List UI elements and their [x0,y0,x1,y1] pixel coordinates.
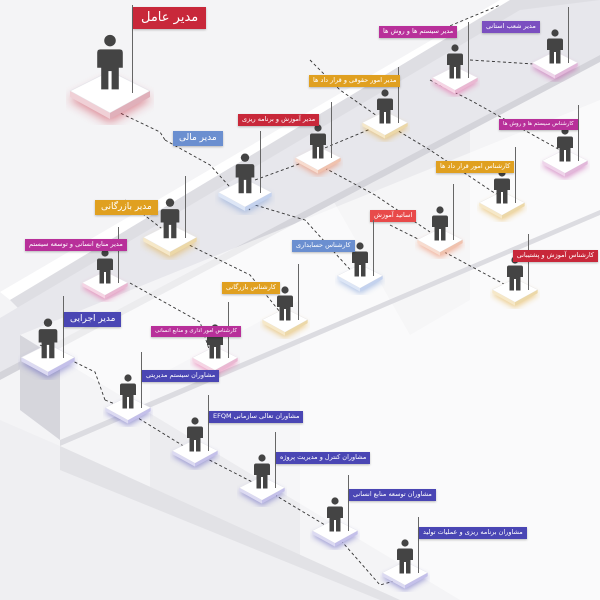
flag-pole [373,220,375,276]
person-icon [254,454,270,489]
person-icon [397,539,413,574]
role-flag-commercial-mgr: مدیر بازرگانی [95,200,158,215]
person-icon [547,29,563,64]
person-icon [327,497,343,532]
role-flag-branches-head: مدیر شعب استانی [482,21,540,33]
flag-pole [568,7,570,63]
role-flag-system-consultants: مشاوران سیستم مدیریتی [142,370,220,382]
platform-tile [217,178,273,214]
role-flag-executive-mgr: مدیر اجرایی [64,312,122,327]
flag-pole [398,67,400,123]
flag-pole [348,475,350,531]
platform-tile [541,149,589,179]
person-icon [310,124,326,159]
platform-tile [68,70,152,123]
platform-tile [531,51,579,81]
person-icon [494,169,510,204]
person-icon [187,417,203,452]
flag-pole [578,105,580,161]
flag-pole [468,22,470,78]
role-flag-admin-hr-expert: کارشناس امور اداری و منابع انسانی [151,326,241,337]
flag-pole [298,264,300,320]
platform-tile [361,111,409,141]
person-icon [235,153,255,194]
flag-pole [528,234,530,290]
role-flag-systems-methods-mgr: مدیر سیستم ها و روش ها [379,26,458,38]
role-flag-efqm-consultants: مشاوران تعالی سازمانی EFQM [209,411,304,423]
role-flag-training-planning-mgr: مدیر آموزش و برنامه ریزی [238,114,320,126]
flag-pole [185,176,187,238]
platform-tile [294,146,342,176]
platform-tile [238,476,286,506]
flag-pole [141,352,143,408]
platform-tile [142,223,198,259]
role-flag-hr-dev-consultants: مشاوران توسعه منابع انسانی [349,489,436,501]
flag-pole [132,5,134,93]
flag-pole [63,296,65,358]
role-flag-systems-methods-expert: کارشناس سیستم ها و روش ها [499,119,578,130]
person-icon [432,206,448,241]
role-flag-commerce-expert: کارشناس بازرگانی [222,282,280,294]
role-flag-training-expert: کارشناس آموزش و پشتیبانی [512,250,598,262]
role-flag-contracts-expert: کارشناس امور قرار داد ها [436,161,515,173]
platform-tile [171,439,219,469]
platform-tile [311,519,359,549]
flag-pole [515,147,517,203]
flag-pole [118,227,120,283]
role-flag-production-planning-consultants: مشاوران برنامه ریزی و عملیات تولید [419,527,527,539]
person-icon [160,198,180,239]
role-flag-hr-mgr: مدیر منابع انسانی و توسعه سیستم [25,239,127,251]
person-icon [352,242,368,277]
person-icon [277,286,293,321]
platform-tile [431,66,479,96]
flag-pole [331,102,333,158]
platform-tile [81,271,129,301]
platform-tile [381,561,429,591]
flag-pole [208,395,210,451]
platform-tile [261,308,309,338]
person-icon [97,34,123,90]
flag-pole [260,131,262,193]
role-flag-professors: اساتید آموزش [370,210,417,222]
platform-tile [104,396,152,426]
role-flag-project-control-consultants: مشاوران کنترل و مدیریت پروژه [276,452,371,464]
flag-pole [275,432,277,488]
platform-tile [191,346,239,376]
person-icon [557,127,573,162]
platform-tile [491,278,539,308]
person-icon [38,318,58,359]
role-flag-ceo: مدیر عامل [133,7,207,29]
person-icon [120,374,136,409]
role-flag-accounting-expert: کارشناس حسابداری [292,240,355,252]
platform-tile [20,343,76,379]
person-icon [447,44,463,79]
role-flag-legal-affairs-mgr: مدیر امور حقوقی و قرار داد ها [309,75,401,87]
person-icon [97,249,113,284]
flag-pole [418,517,420,573]
platform-tile [336,264,384,294]
flag-pole [453,184,455,240]
platform-tile [416,228,464,258]
platform-tile [478,191,526,221]
person-icon [377,89,393,124]
role-flag-finance-mgr: مدیر مالی [173,131,223,146]
